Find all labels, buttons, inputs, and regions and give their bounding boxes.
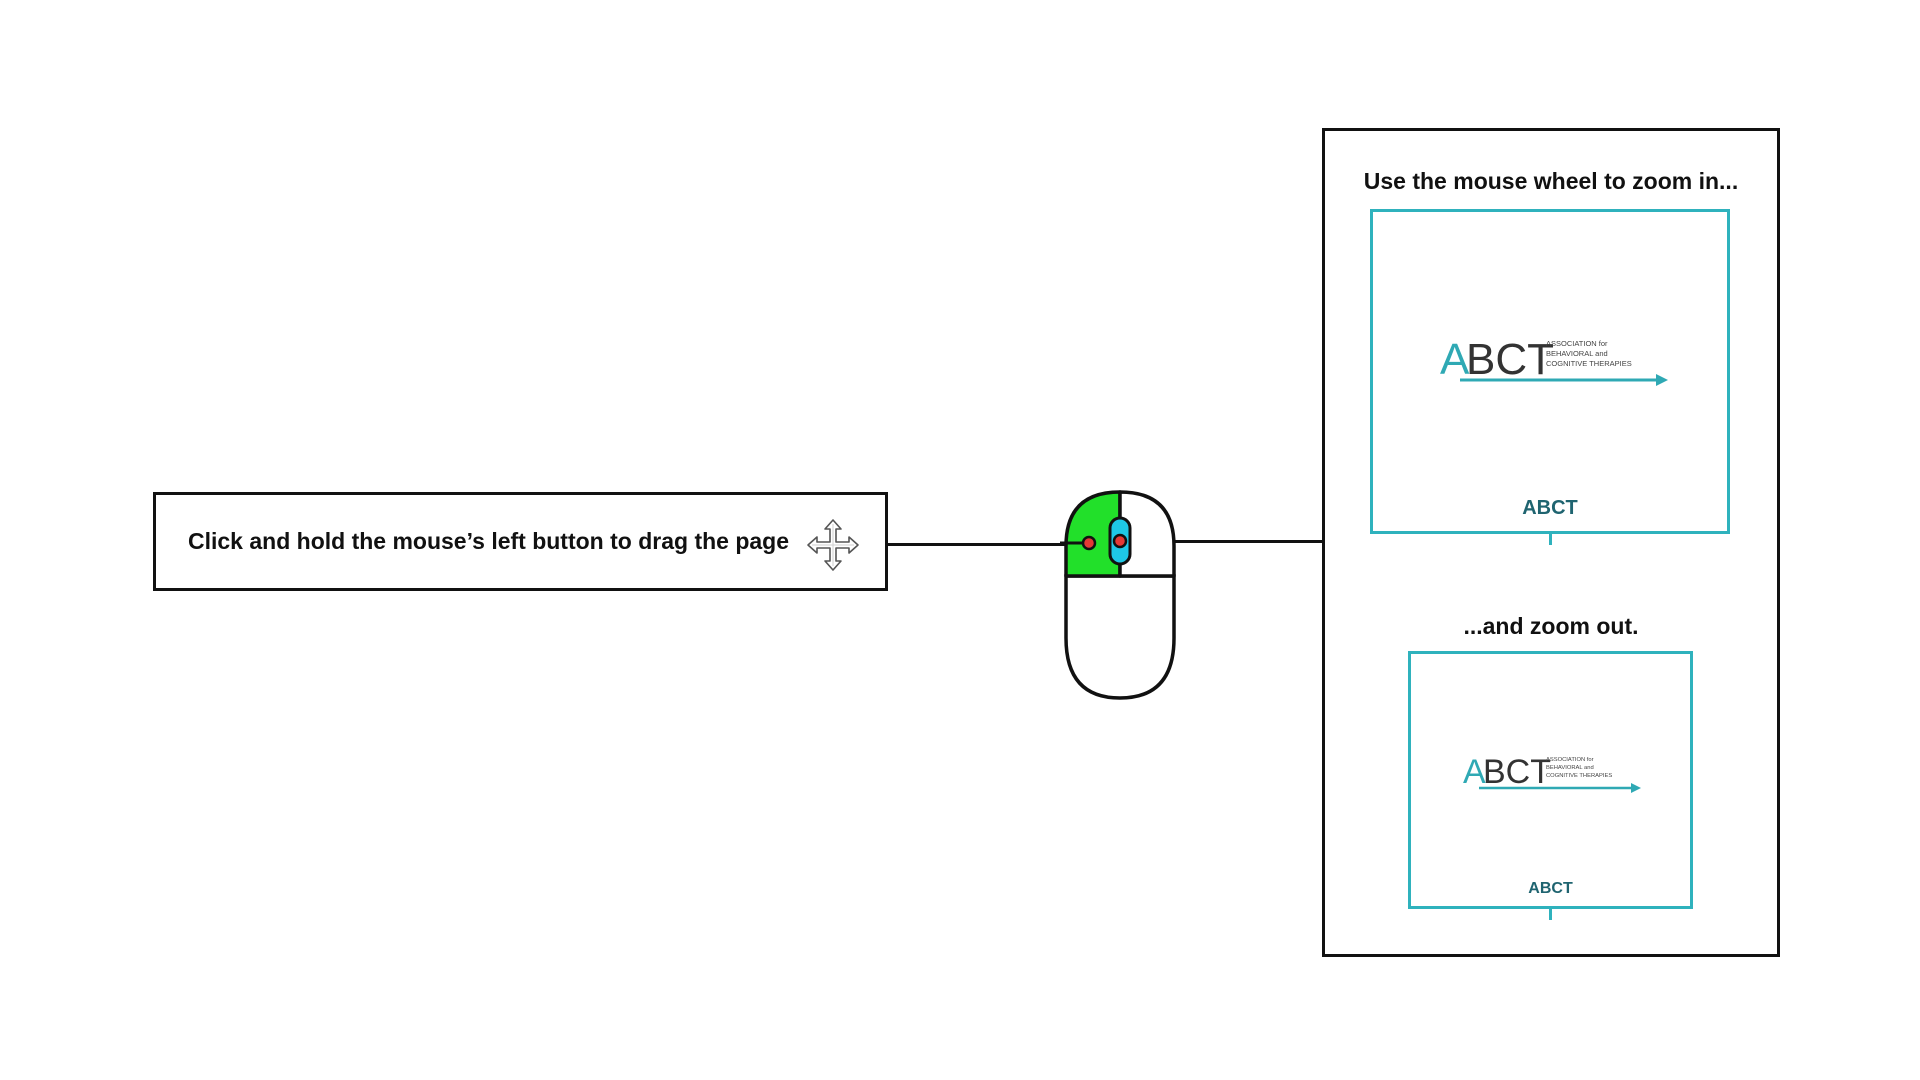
large-card-caption: ABCT	[1522, 497, 1578, 519]
logo-line-1: ASSOCIATION for	[1546, 339, 1608, 348]
logo-line-1: ASSOCIATION for	[1546, 757, 1594, 763]
logo-letters-bct: BCT	[1483, 753, 1551, 791]
mouse-left-button	[1064, 490, 1122, 578]
logo-letter-a: A	[1463, 753, 1486, 791]
zoom-instruction-panel: Use the mouse wheel to zoom in... A BCT …	[1322, 128, 1780, 957]
mouse-icon	[1060, 490, 1176, 700]
logo-letters-bct: BCT	[1466, 335, 1554, 384]
logo-line-2: BEHAVIORAL and	[1546, 765, 1594, 771]
drag-instruction-box: Click and hold the mouse’s left button t…	[153, 492, 888, 591]
zoom-in-label: Use the mouse wheel to zoom in...	[1363, 168, 1739, 194]
zoomed-out-card: A BCT ASSOCIATION for BEHAVIORAL and COG…	[1408, 651, 1693, 909]
logo-line-3: COGNITIVE THERAPIES	[1546, 773, 1612, 779]
right-connector-line	[1174, 540, 1324, 543]
logo-line-2: BEHAVIORAL and	[1546, 349, 1608, 358]
move-cross-icon	[807, 519, 859, 571]
mouse-right-button	[1118, 490, 1176, 578]
abct-logo: A BCT ASSOCIATION for BEHAVIORAL and COG…	[1440, 335, 1668, 386]
logo-line-3: COGNITIVE THERAPIES	[1546, 359, 1632, 368]
left-connector-line	[888, 543, 1066, 546]
logo-letter-a: A	[1440, 335, 1470, 384]
left-button-indicator-dot	[1081, 535, 1097, 551]
abct-logo-small: A BCT ASSOCIATION for BEHAVIORAL and COG…	[1463, 753, 1641, 793]
small-card-caption: ABCT	[1528, 880, 1573, 897]
small-card-tick	[1549, 908, 1552, 920]
zoom-out-label: ...and zoom out.	[1463, 613, 1639, 639]
large-card-tick	[1549, 533, 1552, 545]
wheel-indicator-dot	[1112, 533, 1128, 549]
drag-instruction-text: Click and hold the mouse’s left button t…	[188, 528, 790, 554]
zoomed-in-card: A BCT ASSOCIATION for BEHAVIORAL and COG…	[1370, 209, 1730, 534]
